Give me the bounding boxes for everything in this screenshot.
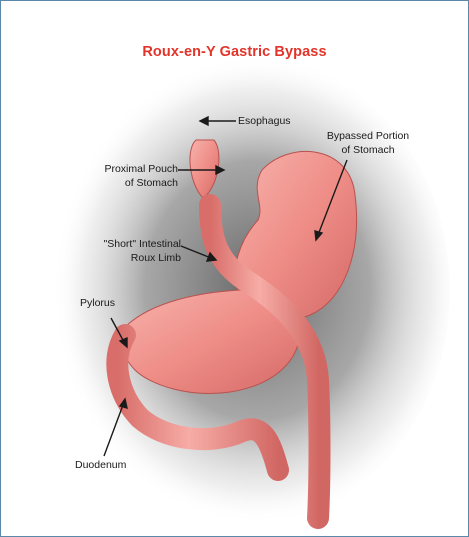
label-pouch-line2: of Stomach — [83, 176, 178, 190]
label-pylorus: Pylorus — [80, 296, 115, 310]
label-proximal-pouch: Proximal Pouch of Stomach — [83, 162, 178, 190]
label-roux-line2: Roux Limb — [78, 251, 181, 265]
label-bypassed-portion: Bypassed Portion of Stomach — [308, 129, 428, 157]
label-roux-limb: "Short" Intestinal Roux Limb — [78, 237, 181, 265]
label-pouch-line1: Proximal Pouch — [83, 162, 178, 176]
label-esophagus: Esophagus — [238, 114, 291, 128]
label-bypassed-line1: Bypassed Portion — [308, 129, 428, 143]
label-duodenum: Duodenum — [75, 458, 126, 472]
label-bypassed-line2: of Stomach — [308, 143, 428, 157]
label-roux-line1: "Short" Intestinal — [78, 237, 181, 251]
diagram-title: Roux-en-Y Gastric Bypass — [0, 44, 469, 60]
